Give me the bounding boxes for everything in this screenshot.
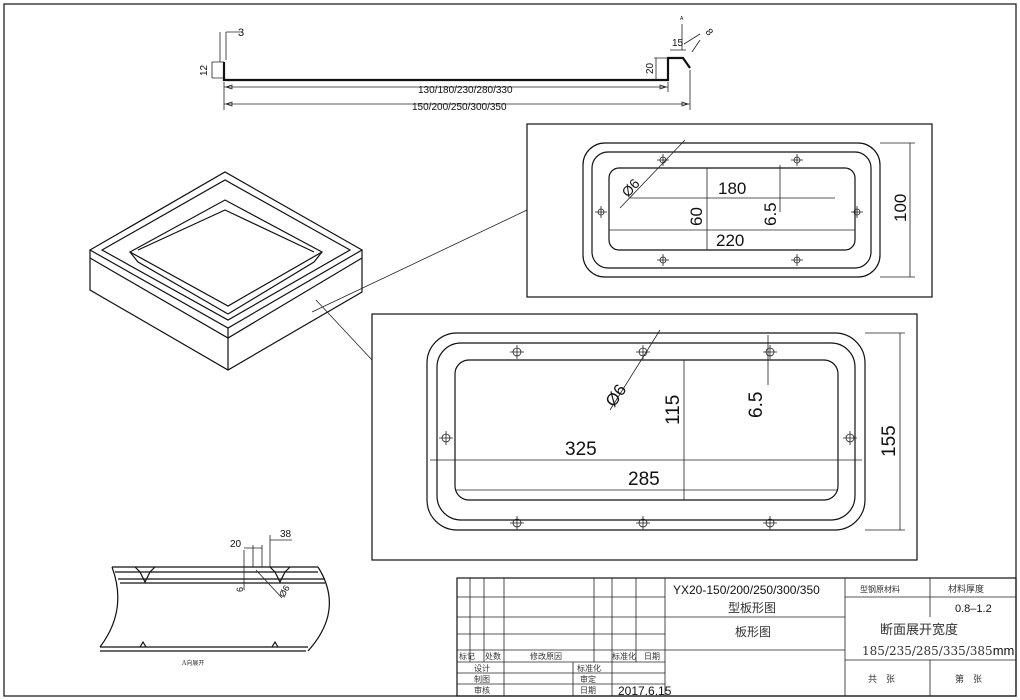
label-approval: 审定 xyxy=(580,674,596,684)
dim-inner-width: 130/180/230/280/330 xyxy=(418,85,513,96)
thickness-value: 0.8–1.2 xyxy=(955,603,992,615)
large-hole-dia: Ø6 xyxy=(602,381,631,410)
rev-header-date: 日期 xyxy=(644,652,660,661)
large-outer-length: 325 xyxy=(565,439,597,460)
rev-header-mark: 标记 xyxy=(459,651,475,661)
large-inner-height: 115 xyxy=(663,395,684,425)
label-standardization: 标准化 xyxy=(577,663,601,673)
small-hole-offset: 6.5 xyxy=(761,202,780,226)
large-hole-offset: 6.5 xyxy=(746,392,767,418)
label-drafting: 制图 xyxy=(474,674,490,684)
holes xyxy=(439,345,857,530)
large-total-height: 155 xyxy=(879,425,900,457)
small-hole-dia: Ø6 xyxy=(618,175,643,200)
rev-header-standard: 标准化 xyxy=(612,651,636,661)
section-profile: 3 12 20 15 8 A 130/180/230/280/330 150/2… xyxy=(199,16,715,113)
raw-material-label: 型钢原材料 xyxy=(860,584,900,594)
title-block: 标记 处数 修改原因 标准化 日期 设计 制图 审核 标准化 审定 日期 201… xyxy=(456,577,1017,698)
unfold-dim-b: 38 xyxy=(280,529,292,540)
label-design: 设计 xyxy=(474,663,490,673)
small-outer-length: 220 xyxy=(716,231,744,250)
unfold-width-value: 185/235/285/335/385mm xyxy=(862,643,1014,658)
small-inner-height: 60 xyxy=(687,207,706,226)
unfold-dim-a: 20 xyxy=(230,539,242,550)
detail-large-panel: Ø6 325 285 115 6.5 155 xyxy=(371,313,918,561)
drawing-type: 型板形图 xyxy=(728,601,776,615)
dim-lip-thickness: 3 xyxy=(238,27,244,39)
isometric-tray xyxy=(88,171,364,371)
small-total-height: 100 xyxy=(891,194,910,222)
sheet-number: 第 张 xyxy=(955,673,982,685)
small-inner-length: 180 xyxy=(718,179,746,198)
dim-lip-height: 12 xyxy=(199,64,210,76)
unfold-dim-d: Ø6 xyxy=(277,584,292,599)
total-sheets: 共 张 xyxy=(868,674,895,685)
unfold-dim-c: 6 xyxy=(235,587,245,592)
dim-angle-flange: 8 xyxy=(703,27,715,39)
dim-step-height: 20 xyxy=(645,62,656,74)
label-date: 日期 xyxy=(580,686,596,695)
thickness-label: 材料厚度 xyxy=(948,583,984,595)
model-title: YX20-150/200/250/300/350 xyxy=(673,583,820,597)
unfold-view: 20 38 6 Ø6 A向展开 xyxy=(99,529,330,667)
sheet-name: 板形图 xyxy=(735,625,771,639)
dim-top-flange: 15 xyxy=(672,38,684,49)
label-review: 审核 xyxy=(474,685,490,695)
unfold-width-label: 断面展开宽度 xyxy=(880,622,958,638)
rev-header-count: 处数 xyxy=(485,651,501,661)
rev-header-reason: 修改原因 xyxy=(530,651,562,661)
unfold-caption: A向展开 xyxy=(181,659,204,667)
date-value: 2017.6.15 xyxy=(618,684,672,698)
leader-line xyxy=(311,209,528,361)
large-inner-length: 285 xyxy=(628,469,660,490)
dim-marker: A xyxy=(680,16,684,22)
detail-small-panel: Ø6 180 220 60 6.5 100 xyxy=(526,123,933,298)
dim-total-width: 150/200/250/300/350 xyxy=(412,102,507,113)
